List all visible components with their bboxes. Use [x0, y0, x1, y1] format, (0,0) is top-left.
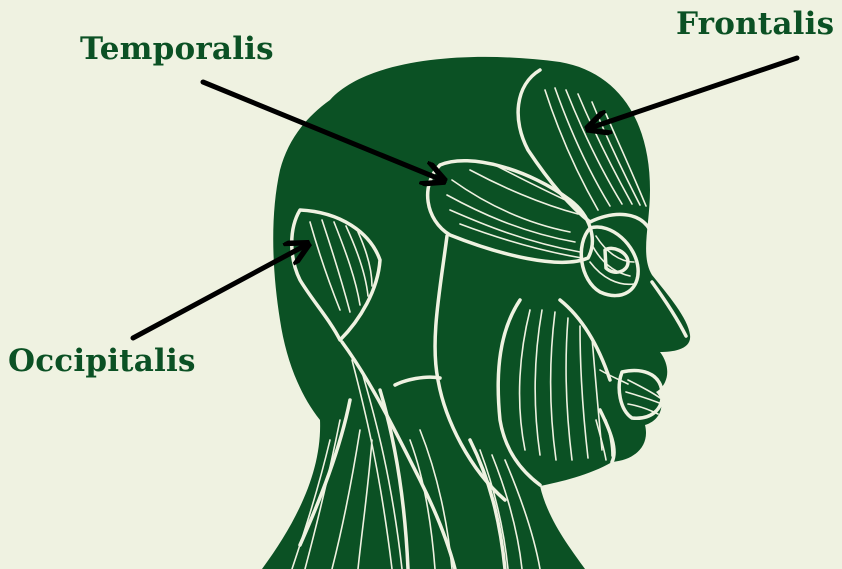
frontalis-arrow [590, 58, 797, 128]
frontalis-label: Frontalis [676, 9, 834, 40]
temporalis-label: Temporalis [80, 34, 274, 65]
temporalis-arrow [203, 82, 442, 180]
occipitalis-label: Occipitalis [8, 346, 196, 377]
occipitalis-arrow [133, 245, 306, 338]
